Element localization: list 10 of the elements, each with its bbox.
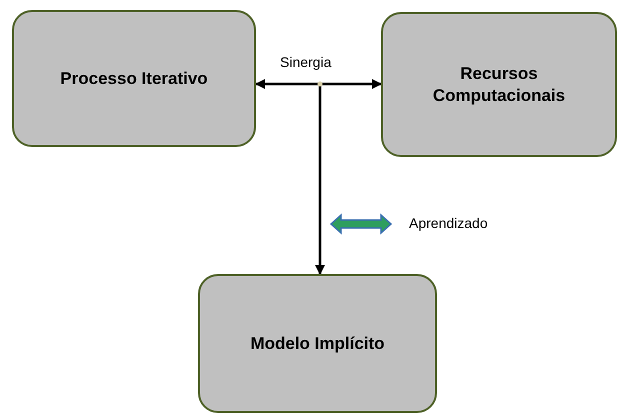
box-label: Modelo Implícito [250,332,385,354]
arrow [255,79,382,89]
process-box [198,274,437,413]
arrow [315,84,325,275]
legend-label: Aprendizado [407,215,490,231]
edge-label: Sinergia [278,54,334,70]
process-box [12,10,256,147]
box-label: Processo Iterativo [60,68,208,90]
process-box [381,12,617,157]
box-label: Recursos Computacionais [432,63,566,106]
